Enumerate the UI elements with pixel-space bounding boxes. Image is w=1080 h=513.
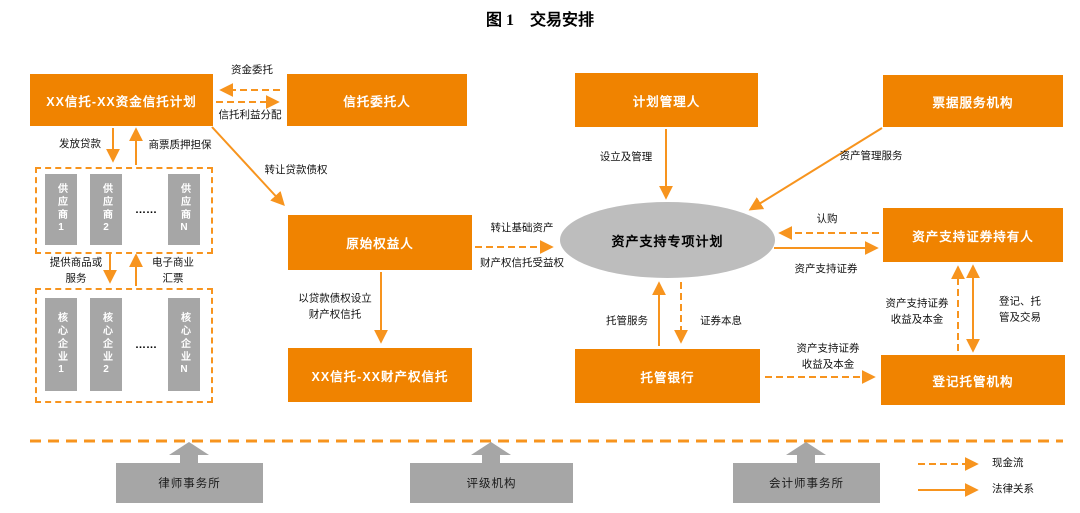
setup-manage-label: 设立及管理 xyxy=(599,152,653,164)
transfer-loan-label: 转让贷款债权 xyxy=(264,165,328,177)
core-enterprises-group: 核心企业1 核心企业2 …… 核心企业N xyxy=(35,288,213,403)
e-bill-label: 电子商业 汇票 xyxy=(152,257,194,284)
supplier-2-box: 供应商2 xyxy=(90,174,122,245)
node-custodian-bank: 托管银行 xyxy=(575,349,760,403)
figure-title: 图 1 交易安排 xyxy=(485,12,594,29)
core-enterprise-2-box: 核心企业2 xyxy=(90,298,122,391)
law-firm-up-block-arrow xyxy=(169,442,209,463)
bill-pledge-label: 商票质押担保 xyxy=(148,140,212,152)
principal-interest-label: 证券本息 xyxy=(700,316,742,328)
transfer-loan-arrow xyxy=(211,126,285,207)
node-trust-plan: XX信托-XX资金信托计划 xyxy=(30,74,213,126)
subscribe-label: 认购 xyxy=(816,214,838,226)
issue-loan-label: 发放贷款 xyxy=(59,139,101,151)
abs-securities-label: 资产支持证券 xyxy=(794,264,858,276)
transfer-asset-label: 转让基础资产 xyxy=(490,223,554,235)
register-trade-label: 登记、托 管及交易 xyxy=(999,296,1041,323)
setup-property-trust-label: 以贷款债权设立 财产权信托 xyxy=(298,293,372,320)
abs-income-horizontal-label: 资产支持证券 收益及本金 xyxy=(796,343,860,370)
node-rating-agency: 评级机构 xyxy=(410,463,573,503)
goods-services-label: 提供商品或 服务 xyxy=(49,257,103,284)
node-spv-ellipse: 资产支持专项计划 xyxy=(560,202,775,278)
node-law-firm: 律师事务所 xyxy=(116,463,263,503)
node-registrar: 登记托管机构 xyxy=(881,355,1065,405)
node-originator: 原始权益人 xyxy=(288,215,472,270)
suppliers-ellipsis: …… xyxy=(135,203,157,216)
legend-legal-relation-label: 法律关系 xyxy=(992,484,1034,496)
asset-mgmt-service-arrow xyxy=(748,127,883,211)
accounting-firm-up-block-arrow xyxy=(786,442,826,463)
node-property-trust: XX信托-XX财产权信托 xyxy=(288,348,472,402)
node-plan-manager: 计划管理人 xyxy=(575,73,758,127)
core-enterprise-n-box: 核心企业N xyxy=(168,298,200,391)
node-bill-service: 票据服务机构 xyxy=(883,75,1063,127)
asset-mgmt-service-label: 资产管理服务 xyxy=(839,151,903,163)
trust-benefit-right-label: 财产权信托受益权 xyxy=(480,258,564,270)
core-enterprise-1-box: 核心企业1 xyxy=(45,298,77,391)
supplier-1-box: 供应商1 xyxy=(45,174,77,245)
core-enterprises-ellipsis: …… xyxy=(135,338,157,351)
rating-agency-up-block-arrow xyxy=(471,442,511,463)
node-accounting-firm: 会计师事务所 xyxy=(733,463,880,503)
supplier-n-box: 供应商N xyxy=(168,174,200,245)
node-trustor: 信托委托人 xyxy=(287,74,467,126)
funds-entrust-label: 资金委托 xyxy=(231,65,273,77)
custody-service-label: 托管服务 xyxy=(606,316,648,328)
legend-cash-flow-label: 现金流 xyxy=(992,458,1024,470)
node-abs-holders: 资产支持证券持有人 xyxy=(883,208,1063,262)
suppliers-group: 供应商1 供应商2 …… 供应商N xyxy=(35,167,213,254)
benefit-dist-label: 信托利益分配 xyxy=(218,110,282,122)
abs-income-vertical-label: 资产支持证券 收益及本金 xyxy=(885,298,949,325)
